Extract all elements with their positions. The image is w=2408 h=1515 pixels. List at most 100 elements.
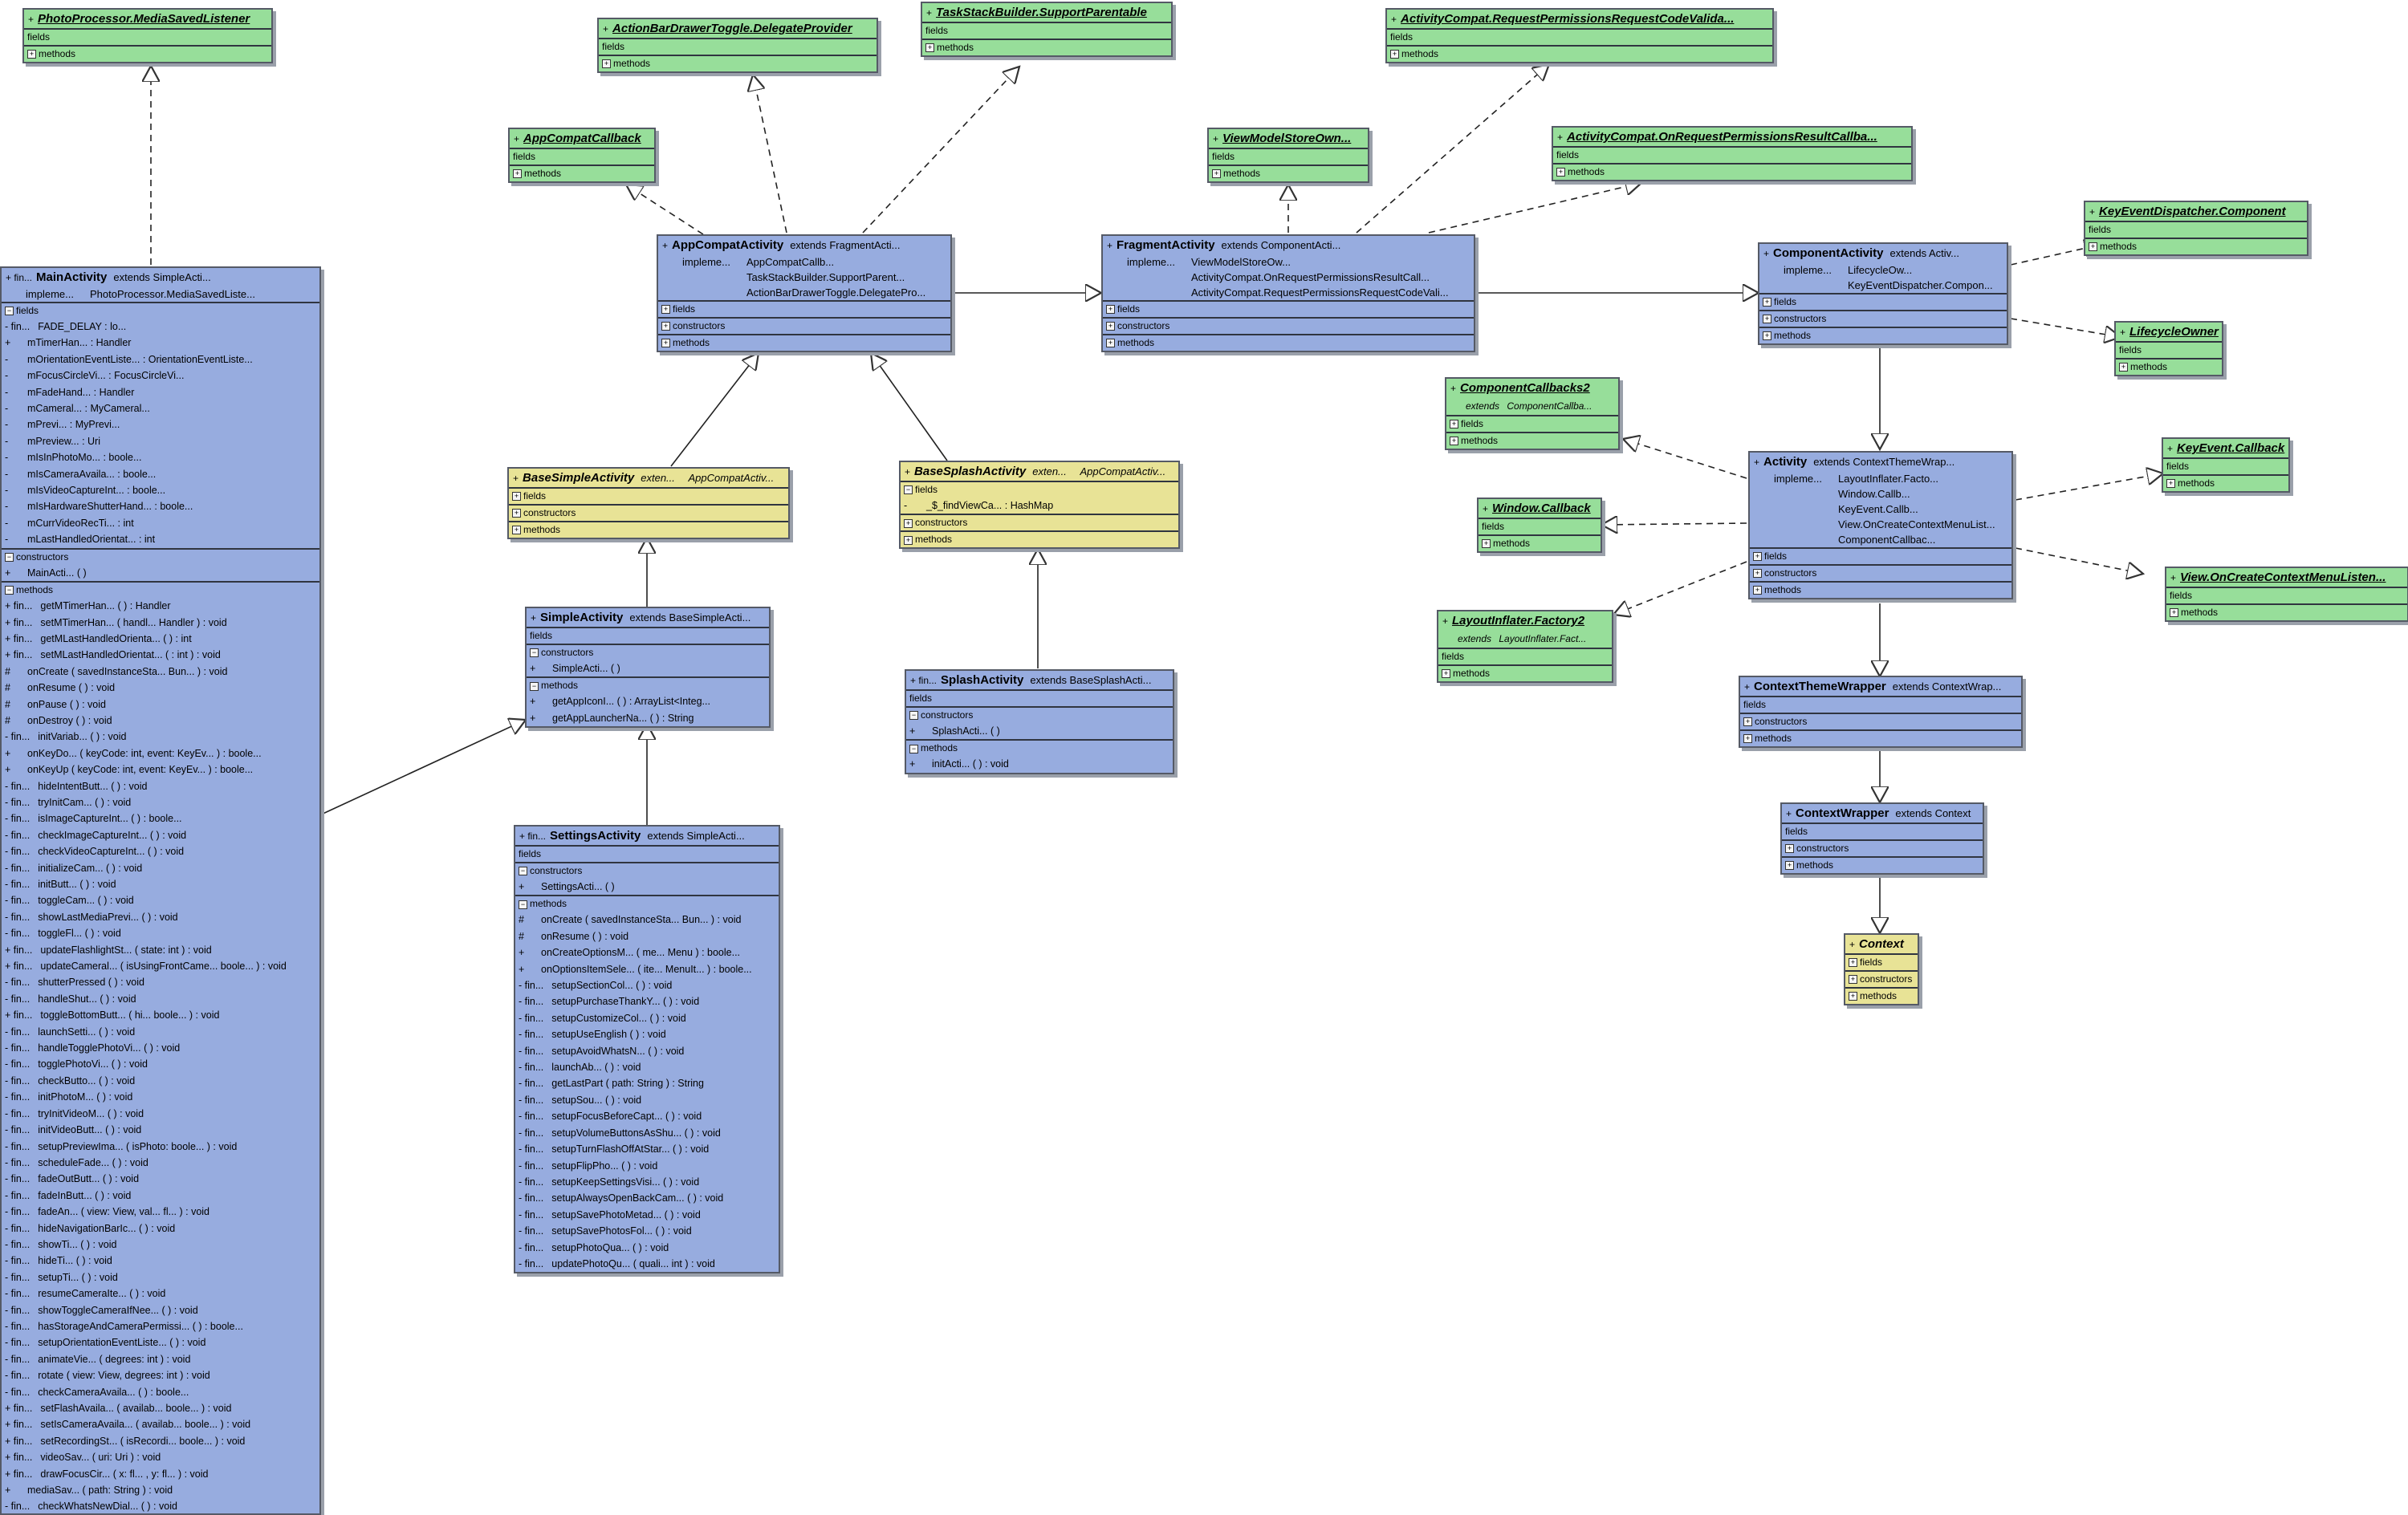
method-row[interactable]: - fin...checkButto... ( ) : void	[2, 1073, 319, 1089]
fields-section[interactable]: −fields	[2, 302, 319, 319]
expand-icon[interactable]: +	[1743, 734, 1752, 744]
fields-section[interactable]: +fields	[1845, 953, 1918, 970]
method-row[interactable]: - fin...isImageCaptureInt... ( ) : boole…	[2, 810, 319, 827]
methods-section[interactable]: +methods	[1387, 45, 1772, 62]
constructors-section[interactable]: +constructors	[1750, 564, 2011, 581]
expand-icon[interactable]: +	[1212, 169, 1221, 179]
expand-icon[interactable]: +	[1753, 569, 1762, 579]
method-row[interactable]: + fin...getMLastHandledOrienta... ( ) : …	[2, 631, 319, 647]
method-row[interactable]: - fin...setupPhotoQua... ( ) : void	[515, 1240, 779, 1256]
expand-icon[interactable]: +	[661, 339, 670, 348]
class-box-appcompat-callback[interactable]: +AppCompatCallback fields +methods	[508, 128, 656, 183]
method-row[interactable]: - fin...getLastPart ( path: String ) : S…	[515, 1075, 779, 1091]
methods-section[interactable]: +methods	[509, 521, 788, 538]
collapse-icon[interactable]: −	[5, 586, 14, 595]
fields-section[interactable]: fields	[1782, 822, 1983, 839]
method-row[interactable]: - fin...launchSetti... ( ) : void	[2, 1024, 319, 1040]
field-row[interactable]: -mLastHandledOrientat... : int	[2, 531, 319, 547]
collapse-icon[interactable]: −	[519, 900, 527, 909]
fields-section[interactable]: fields	[1740, 696, 2021, 713]
methods-section[interactable]: +methods	[24, 45, 271, 62]
methods-section[interactable]: +methods	[901, 530, 1178, 547]
fields-section[interactable]: +fields	[1446, 415, 1618, 432]
methods-section[interactable]: +methods	[1782, 856, 1983, 873]
method-row[interactable]: + fin...drawFocusCir... ( x: fl... , y: …	[2, 1466, 319, 1482]
expand-icon[interactable]: +	[1442, 669, 1450, 679]
expand-icon[interactable]: +	[1743, 717, 1752, 727]
methods-section[interactable]: +methods	[1209, 164, 1368, 181]
method-row[interactable]: #onResume ( ) : void	[515, 928, 779, 944]
expand-icon[interactable]: +	[2119, 363, 2128, 372]
collapse-icon[interactable]: −	[519, 867, 527, 876]
fields-section[interactable]: fields	[1209, 148, 1368, 164]
expand-icon[interactable]: +	[602, 59, 611, 69]
constructors-section[interactable]: +constructors	[901, 514, 1178, 530]
method-row[interactable]: - fin...setupUseEnglish ( ) : void	[515, 1026, 779, 1042]
field-row[interactable]: -mFadeHand... : Handler	[2, 384, 319, 400]
methods-section[interactable]: +methods	[1845, 987, 1918, 1004]
method-row[interactable]: - fin...tryInitVideoM... ( ) : void	[2, 1106, 319, 1122]
expand-icon[interactable]: +	[661, 322, 670, 331]
methods-section[interactable]: +methods	[2163, 474, 2288, 491]
method-row[interactable]: - fin...initVideoButt... ( ) : void	[2, 1122, 319, 1138]
constructors-section[interactable]: −constructors	[515, 862, 779, 879]
method-row[interactable]: +onKeyDo... ( keyCode: int, event: KeyEv…	[2, 745, 319, 762]
method-row[interactable]: - fin...fadeOutButt... ( ) : void	[2, 1171, 319, 1187]
class-box-layoutinflater-factory2[interactable]: +LayoutInflater.Factory2 extends LayoutI…	[1437, 610, 1613, 683]
method-row[interactable]: + fin...getMTimerHan... ( ) : Handler	[2, 598, 319, 614]
method-row[interactable]: - fin...showLastMediaPrevi... ( ) : void	[2, 909, 319, 925]
constructor-row[interactable]: +SplashActi... ( )	[906, 723, 1173, 739]
method-row[interactable]: + fin...setRecordingSt... ( isRecordi...…	[2, 1433, 319, 1449]
methods-section[interactable]: +methods	[1740, 729, 2021, 746]
expand-icon[interactable]: +	[1849, 992, 1857, 1001]
method-row[interactable]: - fin...hasStorageAndCameraPermissi... (…	[2, 1318, 319, 1334]
field-row[interactable]: -mIsCameraAvaila... : boole...	[2, 466, 319, 482]
method-row[interactable]: - fin...toggleFl... ( ) : void	[2, 925, 319, 941]
method-row[interactable]: +initActi... ( ) : void	[906, 756, 1173, 772]
methods-section[interactable]: +methods	[922, 39, 1171, 55]
methods-section[interactable]: +methods	[1103, 334, 1474, 351]
method-row[interactable]: + fin...setMLastHandledOrientat... ( : i…	[2, 647, 319, 663]
method-row[interactable]: - fin...resumeCameraIte... ( ) : void	[2, 1286, 319, 1302]
expand-icon[interactable]: +	[512, 509, 521, 518]
fields-section[interactable]: +fields	[658, 300, 950, 317]
method-row[interactable]: - fin...setupVolumeButtonsAsShu... ( ) :…	[515, 1125, 779, 1141]
method-row[interactable]: +onOptionsItemSele... ( ite... MenuIt...…	[515, 961, 779, 977]
fields-section[interactable]: fields	[922, 22, 1171, 39]
methods-section[interactable]: +methods	[1479, 534, 1601, 551]
collapse-icon[interactable]: −	[5, 307, 14, 316]
methods-section[interactable]: +methods	[1438, 664, 1612, 681]
fields-section[interactable]: fields	[2085, 221, 2307, 238]
method-row[interactable]: #onCreate ( savedInstanceSta... Bun... )…	[2, 664, 319, 680]
expand-icon[interactable]: +	[512, 526, 521, 535]
class-box-activitycompat-validator[interactable]: +ActivityCompat.RequestPermissionsReques…	[1385, 8, 1774, 63]
method-row[interactable]: #onResume ( ) : void	[2, 680, 319, 696]
methods-section[interactable]: −methods	[2, 581, 319, 598]
method-row[interactable]: + fin...videoSav... ( uri: Uri ) : void	[2, 1449, 319, 1465]
method-row[interactable]: - fin...launchAb... ( ) : void	[515, 1059, 779, 1075]
expand-icon[interactable]: +	[1849, 975, 1857, 985]
method-row[interactable]: - fin...checkWhatsNewDial... ( ) : void	[2, 1498, 319, 1513]
methods-section[interactable]: −methods	[906, 739, 1173, 756]
method-row[interactable]: - fin...setupTi... ( ) : void	[2, 1269, 319, 1286]
expand-icon[interactable]: +	[1763, 315, 1771, 324]
fields-section[interactable]: +fields	[1750, 547, 2011, 564]
method-row[interactable]: - fin...tryInitCam... ( ) : void	[2, 794, 319, 810]
methods-section[interactable]: +methods	[2166, 603, 2407, 620]
method-row[interactable]: - fin...initPhotoM... ( ) : void	[2, 1089, 319, 1105]
method-row[interactable]: #onPause ( ) : void	[2, 697, 319, 713]
collapse-icon[interactable]: −	[530, 681, 539, 691]
constructors-section[interactable]: +constructors	[509, 504, 788, 521]
expand-icon[interactable]: +	[1450, 420, 1458, 429]
expand-icon[interactable]: +	[1390, 50, 1399, 59]
constructors-section[interactable]: −constructors	[527, 644, 769, 660]
method-row[interactable]: + fin...updateCameral... ( isUsingFrontC…	[2, 958, 319, 974]
method-row[interactable]: - fin...shutterPressed ( ) : void	[2, 974, 319, 990]
constructor-row[interactable]: +MainActi... ( )	[2, 565, 319, 581]
method-row[interactable]: - fin...showToggleCameraIfNee... ( ) : v…	[2, 1302, 319, 1318]
method-row[interactable]: - fin...setupSavePhotoMetad... ( ) : voi…	[515, 1207, 779, 1223]
expand-icon[interactable]: +	[904, 535, 913, 545]
